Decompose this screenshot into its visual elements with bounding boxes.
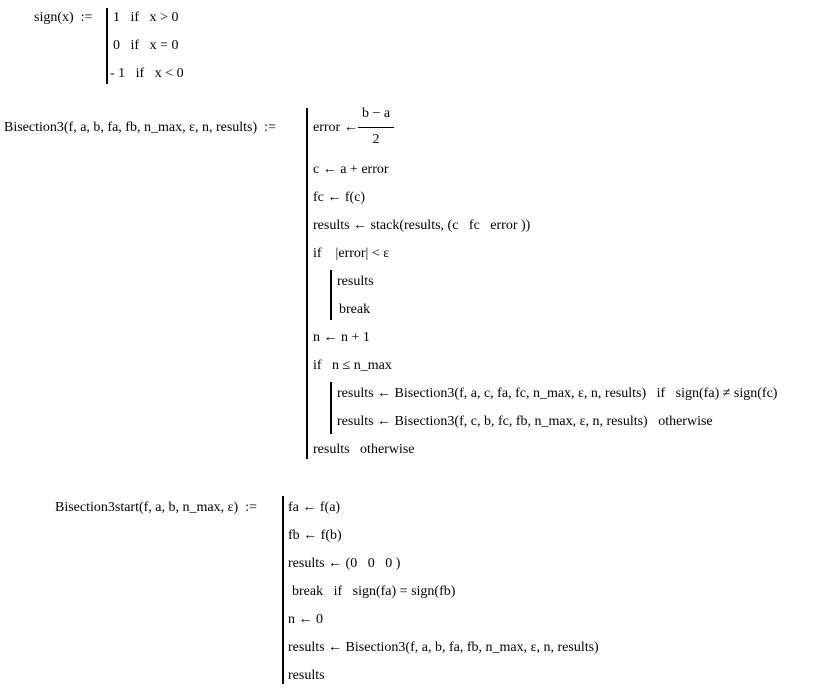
sign-line-1: 1 if x > 0 [113,10,179,25]
bisection3-line-fc: fc ← f(c) [313,190,366,205]
start-line-break: break if sign(fa) = sign(fb) [292,584,456,599]
start-line-fa: fa ← f(a) [288,500,341,515]
bisection3-line-if-nmax: if n ≤ n_max [313,358,392,373]
bisection3-header: Bisection3(f, a, b, fa, fb, n_max, ε, n,… [4,120,276,135]
bisection3-line-otherwise: results otherwise [313,442,415,457]
start-line-call: results ← Bisection3(f, a, b, fa, fb, n_… [288,640,599,655]
bisection3start-program-bar [282,496,284,684]
start-line-fb: fb ← f(b) [288,528,342,543]
sign-line-2: 0 if x = 0 [113,38,179,53]
bisection3start-header: Bisection3start(f, a, b, n_max, ε) := [55,500,257,515]
sign-header: sign(x) := [34,10,93,25]
fraction-numerator: b − a [361,106,391,121]
error-assign: error ← [313,120,358,135]
fraction-denominator: 2 [372,132,380,147]
start-line-n-init: n ← 0 [288,612,323,627]
start-line-results-init: results ← (0 0 0 ) [288,556,401,571]
fraction-bar [358,127,394,128]
bisection3-line-recurse-left: results ← Bisection3(f, a, c, fa, fc, n_… [337,386,778,401]
bisection3-line-c: c ← a + error [313,162,389,177]
bisection3-line-break: break [339,302,371,317]
inner-block-bar-1 [330,270,332,320]
start-line-return: results [288,668,325,683]
sign-line-3: - 1 if x < 0 [110,66,184,81]
bisection3-line-n-increment: n ← n + 1 [313,330,370,345]
bisection3-line-recurse-right: results ← Bisection3(f, c, b, fc, fb, n_… [337,414,713,429]
bisection3-line-if-error: if |error| < ε [313,246,390,261]
sign-program-bar [106,8,108,84]
inner-block-bar-2 [330,382,332,434]
bisection3-line-results: results [337,274,374,289]
bisection3-program-bar [306,108,308,459]
bisection3-line-stack: results ← stack(results, (c fc error )) [313,218,531,233]
